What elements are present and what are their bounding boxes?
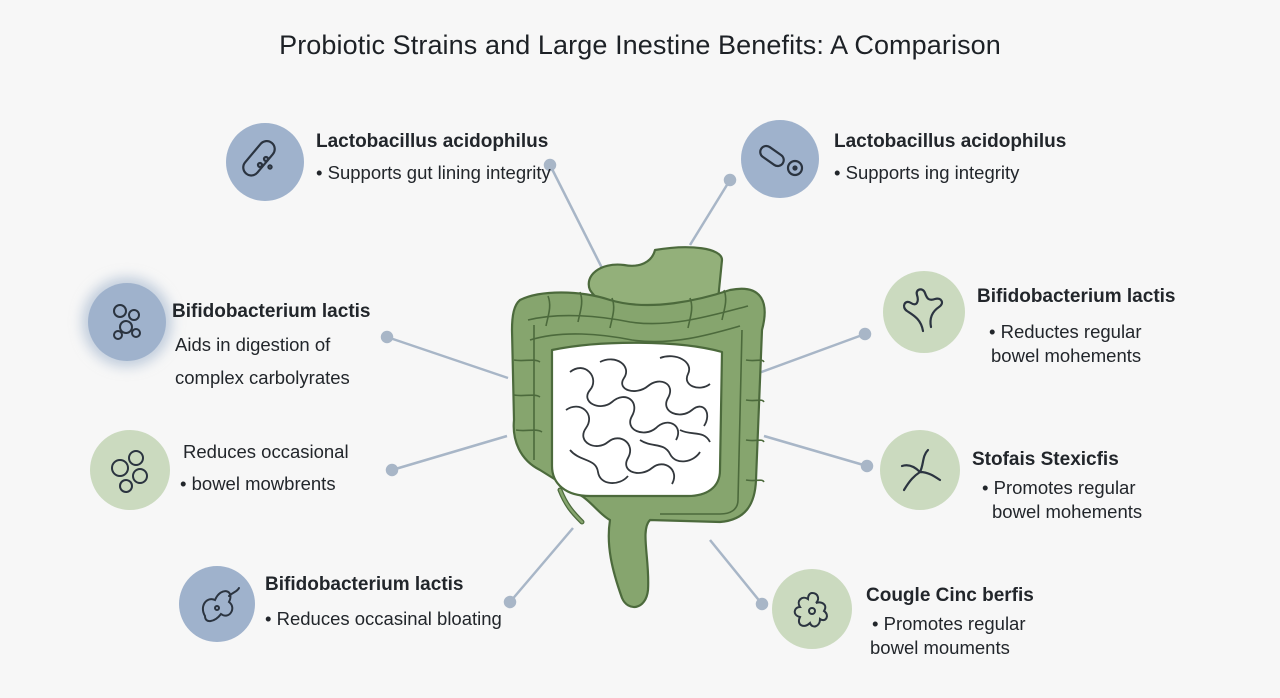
strain-benefit: • Supports gut lining integrity — [316, 162, 551, 183]
strain-node-5: Reduces occasional • bowel mowbrents — [180, 440, 349, 496]
strain-heading: Cougle Cinc berfis — [866, 585, 1034, 606]
strain-heading: Bifidobacterium lactis — [977, 286, 1176, 307]
strain-benefit: • Promotes regular — [982, 477, 1136, 498]
strain-node-3: Bifidobacterium lactis Aids in digestion… — [172, 300, 371, 390]
strain-benefit: bowel mohements — [991, 345, 1142, 366]
connector-line — [688, 173, 737, 246]
curled-bacterium-icon — [179, 566, 255, 642]
strain-benefit: • Reduces occasinal bloating — [265, 608, 502, 629]
strain-node-2: Lactobacillus acidophilus • Supports ing… — [834, 130, 1066, 185]
strain-benefit: complex carbolyrates — [175, 367, 350, 388]
strain-node-6: Stofais Stexicfis • Promotes regular bow… — [972, 448, 1142, 524]
strain-heading: Bifidobacterium lactis — [265, 574, 464, 595]
intestine-illustration — [510, 246, 766, 608]
connector-line — [755, 327, 872, 376]
strain-benefit: • Promotes regular — [872, 613, 1026, 634]
cluster-bacteria-icon — [88, 283, 166, 361]
lobed-bacterium-icon — [772, 569, 852, 649]
strain-node-4: Bifidobacterium lactis • Reductes regula… — [977, 285, 1176, 368]
connector-line — [763, 434, 874, 473]
strain-benefit: • Supports ing integrity — [834, 162, 1020, 183]
strain-heading: Lactobacillus acidophilus — [834, 131, 1067, 152]
strain-heading: Stofais Stexicfis — [972, 449, 1119, 470]
connector-line — [503, 527, 574, 609]
strain-benefit: bowel mouments — [870, 637, 1010, 658]
strain-heading: Lactobacillus acidophilus — [316, 131, 549, 152]
connector-line — [385, 434, 508, 477]
branched-bacterium-icon — [883, 271, 965, 353]
connector-line — [543, 158, 605, 271]
strain-benefit: • Reductes regular — [989, 321, 1142, 342]
strain-node-1: Lactobacillus acidophilus • Supports gut… — [316, 130, 551, 185]
connector-line — [709, 539, 769, 611]
cocci-group-icon — [90, 430, 170, 510]
diagram-title: Probiotic Strains and Large Inestine Ben… — [279, 30, 1001, 60]
connector-line — [380, 330, 509, 380]
strain-node-7: Bifidobacterium lactis • Reduces occasin… — [265, 573, 502, 631]
strain-benefit: • bowel mowbrents — [180, 473, 336, 494]
strain-heading: Bifidobacterium lactis — [172, 301, 371, 322]
y-shaped-bacterium-icon — [880, 430, 960, 510]
strain-node-8: Cougle Cinc berfis • Promotes regular bo… — [866, 584, 1034, 660]
strain-benefit: bowel mohements — [992, 501, 1143, 522]
rod-bacterium-icon — [226, 123, 304, 201]
strain-benefit: Aids in digestion of — [175, 334, 331, 355]
rod-and-coccus-icon — [741, 120, 819, 198]
strain-benefit: Reduces occasional — [183, 441, 349, 462]
